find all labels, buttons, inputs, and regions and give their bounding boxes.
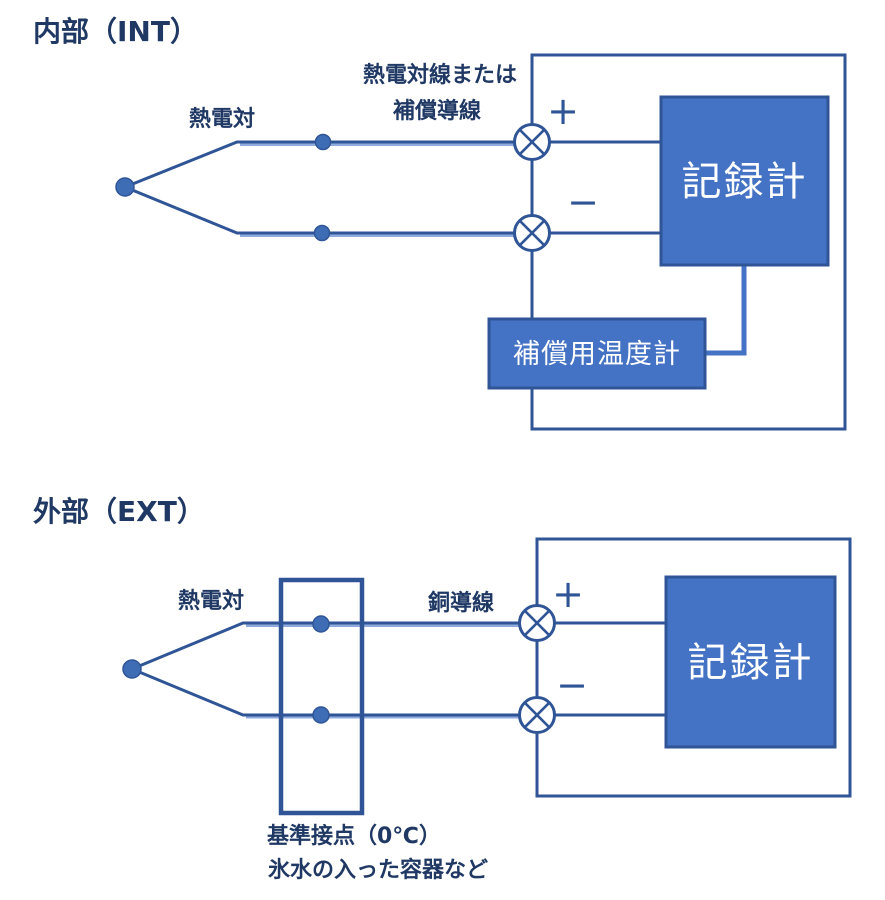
- int-recorder-label: 記録計: [682, 159, 808, 205]
- ext-minus-terminal-icon: [518, 696, 556, 734]
- int-minus-sign: −: [567, 180, 599, 224]
- ext-recorder-label: 記録計: [688, 640, 814, 686]
- copper-wire-label: 銅導線: [428, 590, 494, 616]
- reference-junction-caption-line2: 氷水の入った容器など: [268, 857, 488, 883]
- ext-diagram: 外部（EXT） 記録計 熱電対 銅導線 +: [33, 495, 852, 883]
- int-plus-terminal-icon: [513, 123, 551, 161]
- reference-junction-box: [278, 577, 365, 816]
- int-top-junction-dot: [314, 133, 332, 151]
- int-recorder-box: [659, 95, 830, 267]
- ext-plus-terminal-icon: [518, 604, 556, 642]
- int-wire-label-line1: 熱電対線または: [363, 62, 517, 88]
- int-wire-label-line2: 補償導線: [392, 98, 481, 124]
- ext-recorder-box: [664, 575, 837, 749]
- int-minus-terminal-icon: [513, 214, 551, 252]
- ext-top-reference-dot: [312, 615, 330, 633]
- int-diagram: 内部（INT） 補償用温度計 記録計: [33, 15, 847, 431]
- compensation-thermometer-box: [487, 317, 707, 390]
- int-compensator-connector: [706, 264, 747, 356]
- ext-thermocouple-label: 熱電対: [178, 588, 244, 614]
- ext-minus-sign: −: [556, 663, 588, 707]
- int-measuring-junction-dot: [115, 177, 135, 197]
- int-bottom-junction-dot: [313, 224, 331, 242]
- int-thermocouple-label: 熱電対: [189, 106, 255, 132]
- ext-circuit-frame: [535, 537, 852, 798]
- int-plus-sign: +: [547, 89, 579, 133]
- ext-plus-sign: +: [552, 572, 584, 616]
- compensation-thermometer-label: 補償用温度計: [513, 339, 681, 370]
- ext-bottom-reference-dot: [312, 706, 330, 724]
- ext-title: 外部（EXT）: [33, 495, 205, 528]
- int-title: 内部（INT）: [33, 15, 198, 48]
- reference-junction-caption-line1: 基準接点（0℃）: [267, 823, 441, 849]
- ext-measuring-junction-dot: [122, 659, 142, 679]
